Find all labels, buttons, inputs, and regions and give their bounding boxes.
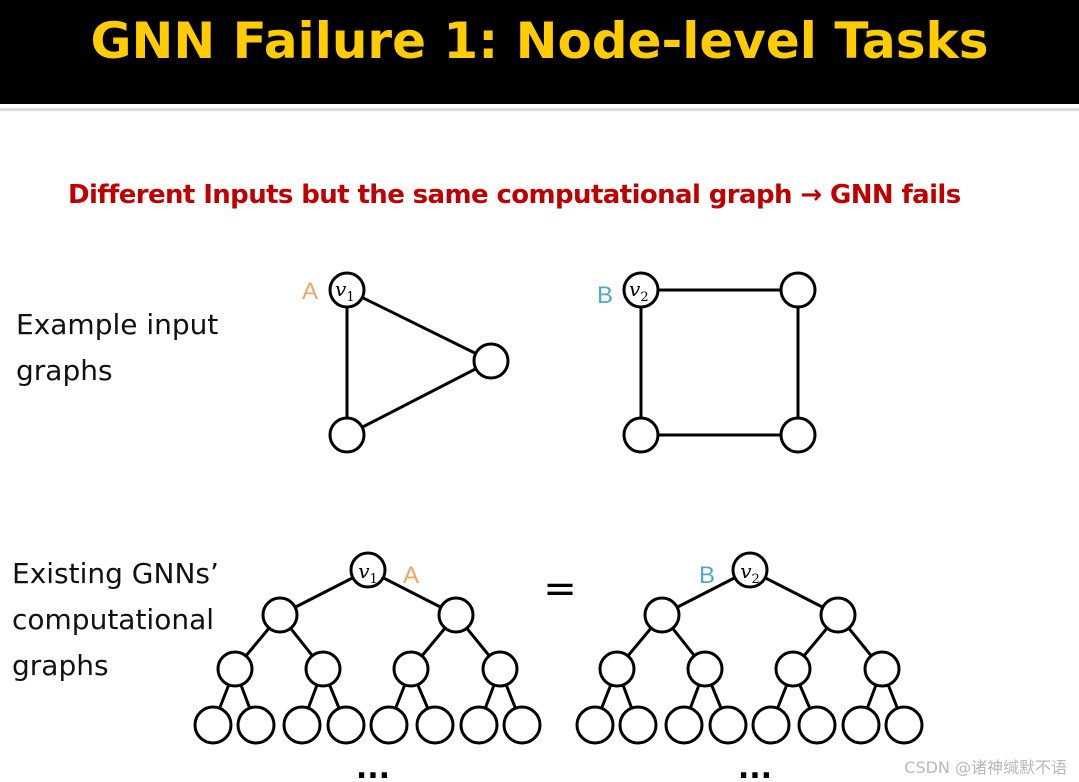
tree-v2-node-l3-7 (884, 705, 924, 745)
computational-graphs-label: Existing GNNs’ computational graphs (12, 551, 219, 689)
tree-label-a: A (403, 562, 419, 589)
tree-v1-node-l1-0 (261, 596, 299, 634)
tree-v1-node-l3-3 (326, 705, 366, 745)
tree-root-v1-label: v1 (358, 559, 378, 587)
triangle-node-3 (328, 416, 366, 454)
title-divider (0, 108, 1079, 111)
triangle-edge-1 (346, 288, 492, 363)
square-node-2 (779, 271, 817, 309)
triangle-node-2 (472, 342, 510, 380)
tree-v2-node-l3-2 (664, 705, 704, 745)
node-label-b-top: B (597, 282, 613, 309)
tree-v1-node-l3-6 (459, 705, 499, 745)
tree-v1-root-node (349, 551, 387, 589)
tree-v2-node-l2-2 (774, 650, 812, 688)
watermark: CSDN @诸神缄默不语 (904, 758, 1067, 777)
tree-v1-node-l2-3 (481, 650, 519, 688)
tree-v2-node-l3-5 (797, 705, 837, 745)
computational-graphs-label-line-2: computational (12, 603, 215, 636)
computational-graphs-label-line-3: graphs (12, 649, 109, 682)
tree-v2-node-l1-0 (643, 596, 681, 634)
computational-graphs-label-line-1: Existing GNNs’ (12, 557, 219, 590)
square-node-4 (622, 416, 660, 454)
triangle-node-v1 (328, 271, 366, 309)
tree-v2-node-l3-3 (708, 705, 748, 745)
computational-tree-v2 (575, 551, 924, 745)
ellipsis-right: ... (738, 751, 772, 782)
tree-label-b: B (699, 562, 715, 589)
tree-v2-node-l3-4 (751, 705, 791, 745)
tree-v2-node-l1-1 (819, 596, 857, 634)
tree-v1-node-l2-1 (304, 650, 342, 688)
slide-title: GNN Failure 1: Node-level Tasks (90, 12, 989, 70)
equals-sign: = (543, 566, 577, 612)
node-v2-top-label: v2 (629, 277, 649, 305)
tree-v2-node-l3-6 (841, 705, 881, 745)
tree-v1-node-l2-0 (216, 650, 254, 688)
tree-v1-node-l1-1 (437, 596, 475, 634)
triangle-input-graph (328, 271, 510, 454)
computational-tree-v1 (193, 551, 542, 745)
tree-v1-node-l3-4 (369, 705, 409, 745)
tree-v2-node-l2-3 (863, 650, 901, 688)
square-node-3 (779, 416, 817, 454)
node-v1-top-label: v1 (335, 277, 355, 305)
tree-v1-node-l3-7 (502, 705, 542, 745)
tree-v2-root-node (731, 551, 769, 589)
tree-v2-node-l3-0 (575, 705, 615, 745)
tree-v1-node-l2-2 (392, 650, 430, 688)
tree-v2-node-l2-0 (598, 650, 636, 688)
square-node-v2 (622, 271, 660, 309)
input-graphs-label-line-2: graphs (16, 354, 113, 387)
input-graphs-label: Example input graphs (16, 302, 218, 394)
tree-v1-node-l3-2 (282, 705, 322, 745)
tree-v1-node-l3-5 (415, 705, 455, 745)
tree-v2-node-l3-1 (618, 705, 658, 745)
input-graphs-label-line-1: Example input (16, 308, 219, 341)
slide-subtitle: Different Inputs but the same computatio… (68, 180, 961, 210)
title-bar (0, 0, 1079, 104)
square-input-graph (622, 271, 817, 454)
triangle-edge-3 (346, 359, 492, 437)
tree-root-v2-label: v2 (740, 559, 760, 587)
ellipsis-left: ... (356, 751, 390, 782)
node-label-a-top: A (302, 278, 318, 305)
tree-v1-node-l3-0 (193, 705, 233, 745)
tree-v2-node-l2-1 (686, 650, 724, 688)
tree-v1-node-l3-1 (236, 705, 276, 745)
